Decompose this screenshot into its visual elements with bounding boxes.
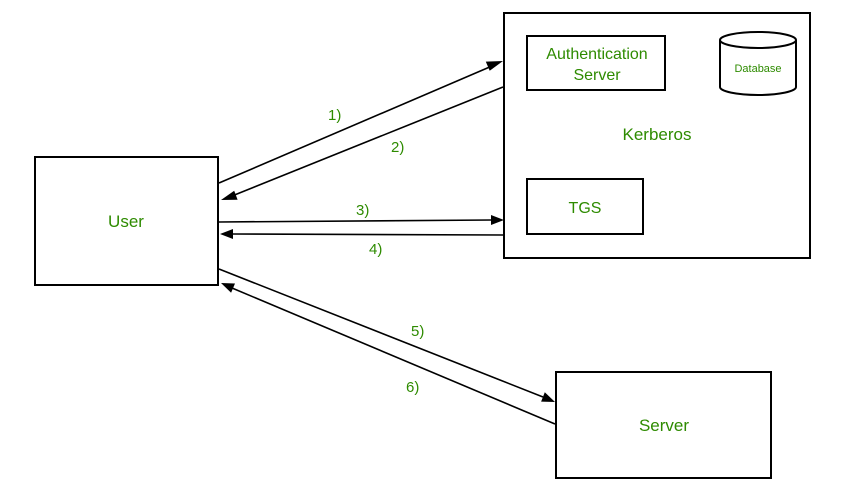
arrow-2: 2) xyxy=(221,86,504,200)
database-cylinder-top xyxy=(719,31,797,49)
server-node: Server xyxy=(555,371,772,479)
arrow-5-head xyxy=(541,392,555,402)
database-label: Database xyxy=(734,63,781,75)
tgs-node: TGS xyxy=(526,178,644,235)
user-label: User xyxy=(108,212,144,231)
arrow-3-head xyxy=(491,215,504,225)
auth-server-node: Authentication Server xyxy=(526,35,666,91)
server-box xyxy=(555,371,772,479)
arrow-4: 4) xyxy=(220,229,504,258)
arrow-6-head xyxy=(221,283,235,293)
arrow-2-head xyxy=(221,190,238,200)
arrow-1: 1) xyxy=(218,61,503,184)
auth-server-label-line2: Server xyxy=(573,67,621,84)
arrow-1-head xyxy=(485,61,503,71)
arrow-5-line xyxy=(218,268,544,398)
arrow-5-label: 5) xyxy=(411,323,424,340)
arrow-4-line xyxy=(231,233,504,236)
database-cylinder-body xyxy=(719,40,797,96)
arrow-2-line xyxy=(231,86,504,197)
arrow-3: 3) xyxy=(218,202,504,225)
arrow-3-line xyxy=(218,219,493,223)
server-label: Server xyxy=(639,416,689,435)
arrow-1-line xyxy=(218,65,493,184)
arrow-3-label: 3) xyxy=(356,202,369,219)
kerberos-label: Kerberos xyxy=(623,125,692,144)
user-box xyxy=(34,156,219,286)
auth-server-box xyxy=(526,35,666,91)
database-node: Database xyxy=(719,31,797,96)
user-node: User xyxy=(34,156,219,286)
arrow-4-label: 4) xyxy=(369,241,382,258)
tgs-box xyxy=(526,178,644,235)
arrow-6: 6) xyxy=(221,283,556,425)
arrow-4-head xyxy=(220,229,233,239)
arrow-6-label: 6) xyxy=(406,379,419,396)
tgs-label: TGS xyxy=(569,200,602,217)
arrow-5: 5) xyxy=(218,268,555,402)
auth-server-label-line1: Authentication xyxy=(546,46,647,63)
arrow-2-label: 2) xyxy=(391,139,404,156)
arrow-6-line xyxy=(231,287,556,425)
arrow-1-label: 1) xyxy=(328,107,341,124)
